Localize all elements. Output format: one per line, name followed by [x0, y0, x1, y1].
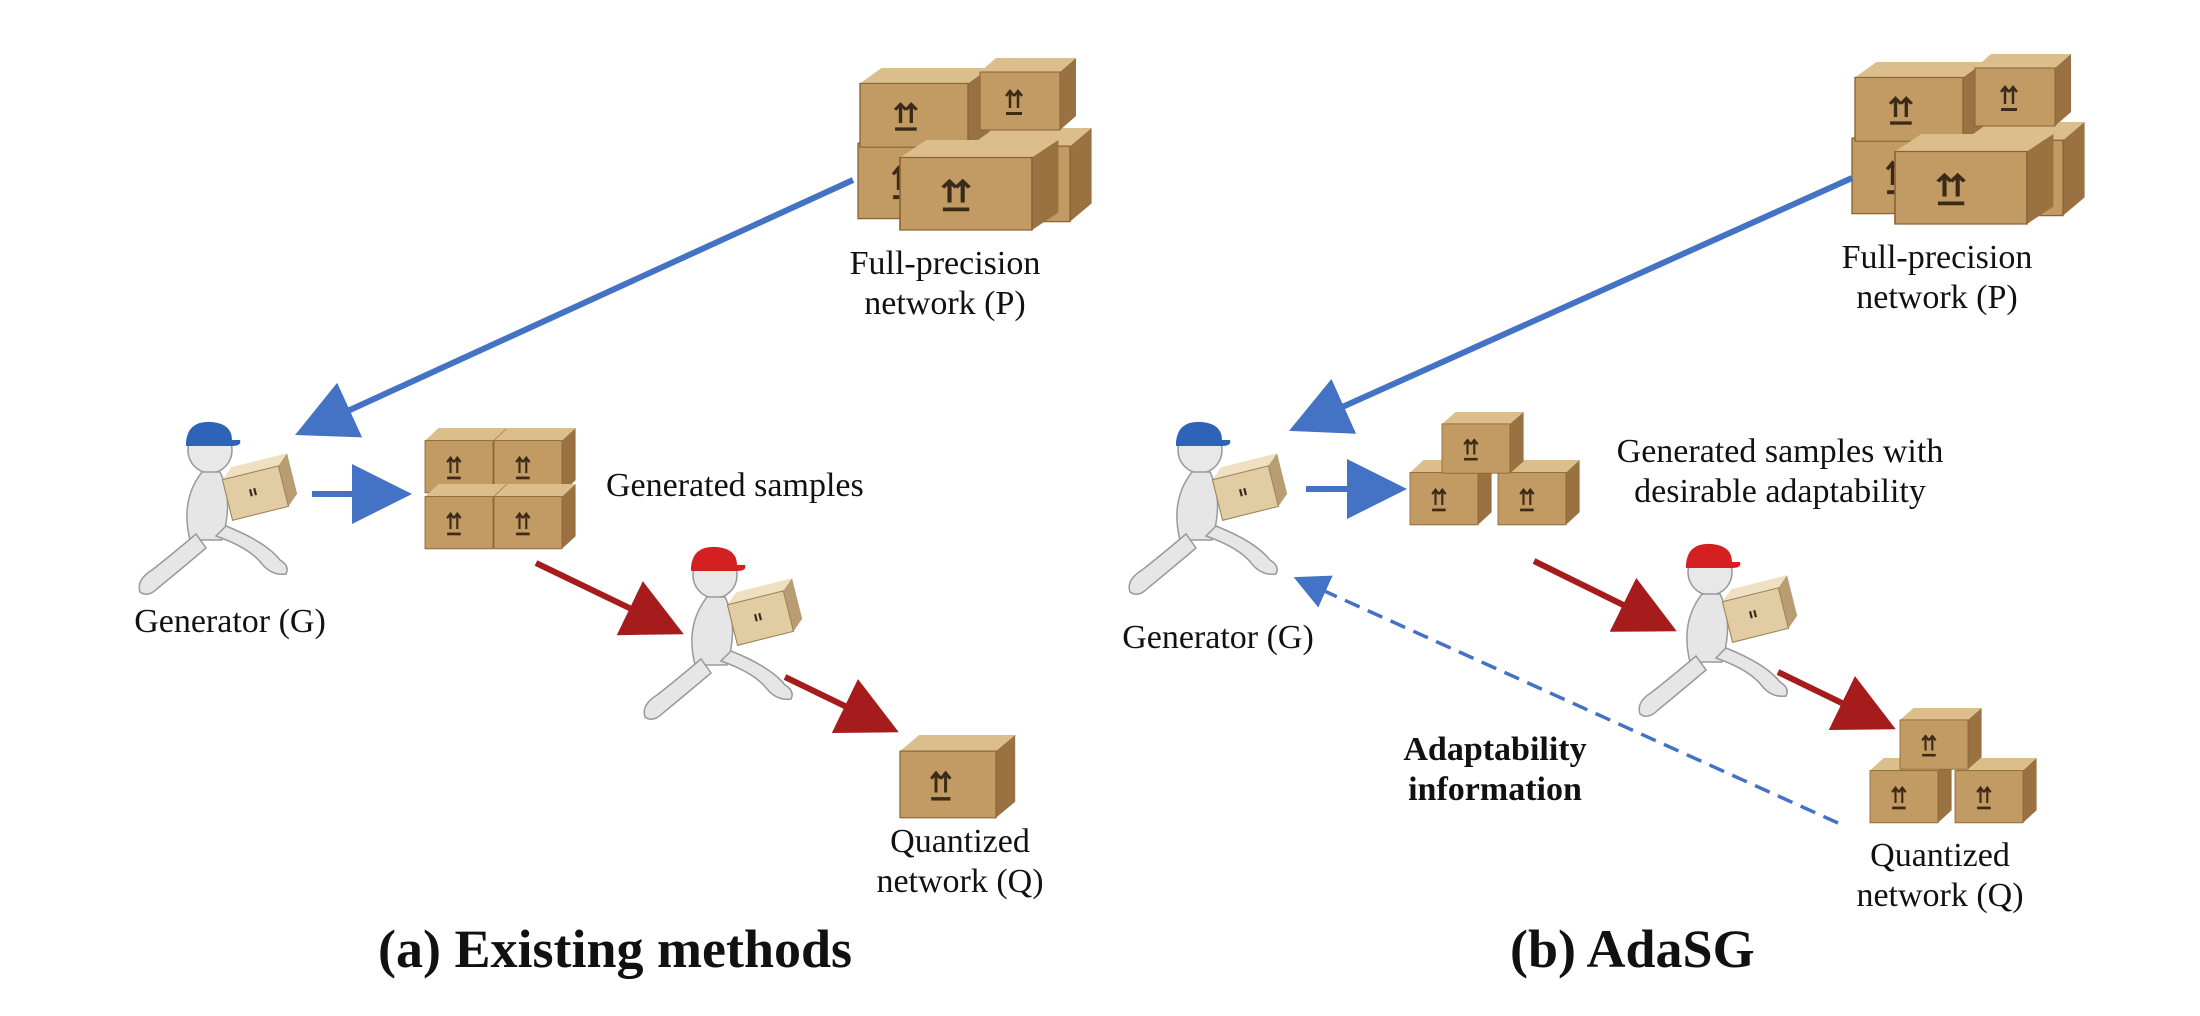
feedback-label-b: Adaptability information [1370, 730, 1620, 810]
quantized-label-a-line2: network (Q) [876, 863, 1044, 900]
panel-a [137, 56, 1094, 820]
arrow-samples-to-q-a [534, 560, 684, 636]
samples-label-b-line2: desirable adaptability [1634, 473, 1926, 510]
quantizer-figure-a [642, 545, 807, 721]
feedback-label-b-line1: Adaptability [1403, 731, 1587, 768]
quantized-label-a-line1: Quantized [890, 823, 1030, 860]
arrow-samples-to-q-b [1532, 558, 1677, 632]
quantized-label-b-line1: Quantized [1870, 837, 2010, 874]
full-precision-label-b-line1: Full-precision [1841, 239, 2033, 276]
feedback-label-b-line2: information [1408, 771, 1582, 808]
full-precision-network-boxes-a [856, 56, 1094, 230]
samples-label-b: Generated samples with desirable adaptab… [1580, 432, 1980, 512]
samples-label-b-line1: Generated samples with [1616, 433, 1944, 470]
generator-figure-a [137, 420, 302, 596]
full-precision-label-b: Full-precision network (P) [1832, 238, 2042, 318]
generated-samples-boxes-b [1408, 410, 1581, 526]
full-precision-label-b-line2: network (P) [1856, 279, 2018, 316]
generator-label-b: Generator (G) [1122, 619, 1314, 656]
caption-a: (a) Existing methods [378, 919, 853, 979]
quantizer-figure-b [1637, 542, 1802, 718]
generated-samples-boxes-a [423, 426, 577, 550]
full-precision-network-boxes-b [1850, 52, 2087, 224]
caption-b: (b) AdaSG [1510, 919, 1755, 979]
panel-b [1127, 52, 2087, 825]
full-precision-label-a-line2: network (P) [864, 285, 1026, 322]
quantized-label-b: Quantized network (Q) [1830, 836, 2050, 916]
arrow-q-to-box-a [783, 674, 899, 734]
quantized-network-boxes-b [1868, 706, 2038, 824]
samples-label-a: Generated samples [606, 467, 864, 504]
full-precision-label-a-line1: Full-precision [849, 245, 1041, 282]
full-precision-label-a: Full-precision network (P) [840, 244, 1050, 324]
generator-label-a: Generator (G) [134, 603, 326, 640]
generator-figure-b [1127, 420, 1292, 596]
arrow-q-to-boxes-b [1776, 669, 1896, 731]
quantized-label-b-line2: network (Q) [1856, 877, 2024, 914]
arrow-p-to-g-a [295, 177, 855, 438]
arrow-p-to-g-b [1289, 175, 1854, 434]
quantized-label-a: Quantized network (Q) [850, 822, 1070, 902]
quantized-network-box-a [898, 733, 1017, 820]
